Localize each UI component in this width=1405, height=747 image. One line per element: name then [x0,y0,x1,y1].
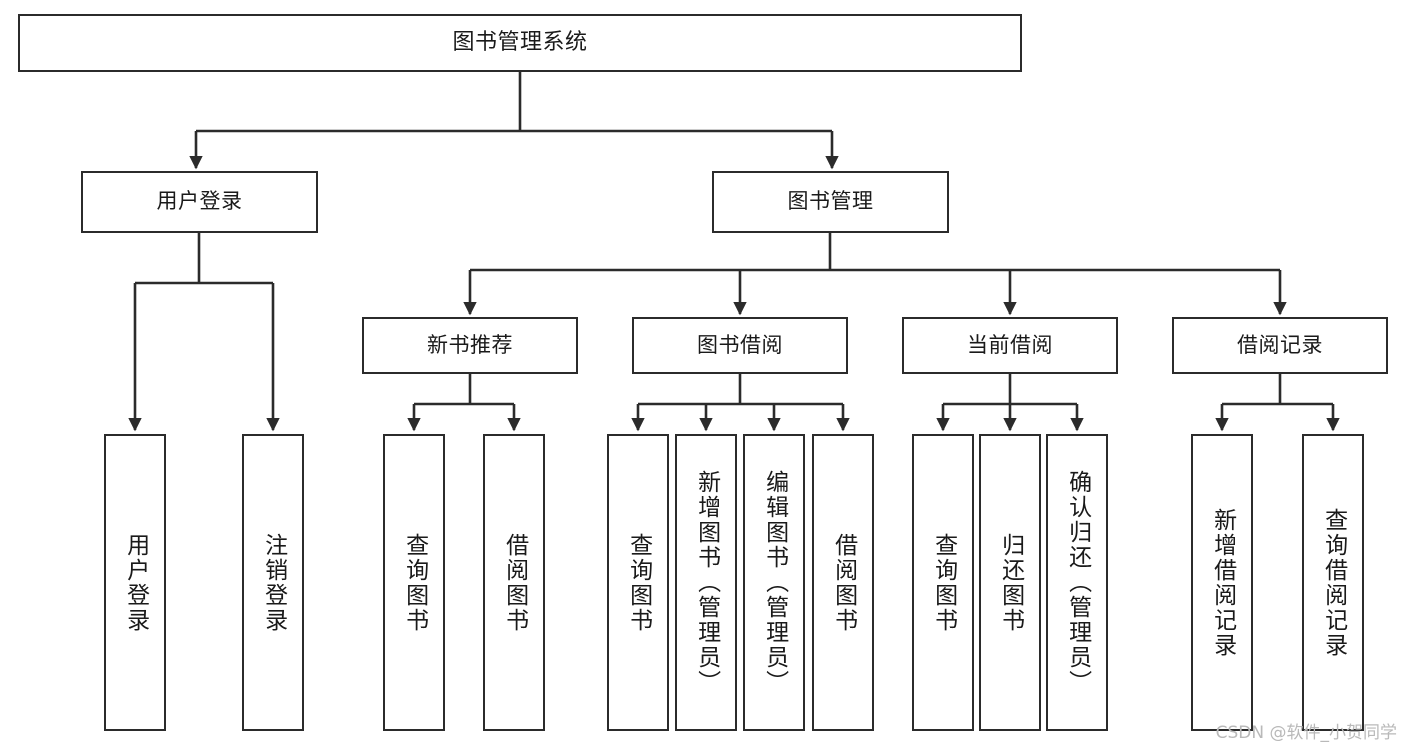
node-new-book-recommend-label: 新书推荐 [427,332,513,357]
leaf-current-query-label: 查询图书 [930,532,957,633]
node-book-management[interactable]: 图书管理 [712,171,949,233]
leaf-new-book-query[interactable]: 查询图书 [383,434,445,731]
leaf-records-add-label: 新增借阅记录 [1209,507,1236,658]
leaf-current-return[interactable]: 归还图书 [979,434,1041,731]
leaf-user-login-logout-label: 注销登录 [260,532,287,633]
node-new-book-recommend[interactable]: 新书推荐 [362,317,578,374]
node-current-borrow[interactable]: 当前借阅 [902,317,1118,374]
leaf-user-login-logout[interactable]: 注销登录 [242,434,304,731]
node-book-management-label: 图书管理 [787,189,874,214]
node-root[interactable]: 图书管理系统 [18,14,1022,72]
node-borrow-records-label: 借阅记录 [1237,332,1323,357]
leaf-user-login-login[interactable]: 用户登录 [104,434,166,731]
leaf-records-query[interactable]: 查询借阅记录 [1302,434,1364,731]
leaf-records-query-label: 查询借阅记录 [1320,507,1347,658]
node-user-login[interactable]: 用户登录 [81,171,318,233]
leaf-borrow-add-book-label: 新增图书（管理员） [693,470,720,695]
leaf-borrow-edit-book[interactable]: 编辑图书（管理员） [743,434,805,731]
csdn-watermark: CSDN @软件_小贺同学 [1215,723,1397,743]
leaf-new-book-borrow[interactable]: 借阅图书 [483,434,545,731]
leaf-records-add[interactable]: 新增借阅记录 [1191,434,1253,731]
leaf-current-confirm-return[interactable]: 确认归还（管理员） [1046,434,1108,731]
node-book-borrow-label: 图书借阅 [697,332,783,357]
node-current-borrow-label: 当前借阅 [967,332,1053,357]
leaf-new-book-borrow-label: 借阅图书 [501,532,528,633]
leaf-current-return-label: 归还图书 [997,532,1024,633]
leaf-borrow-query-label: 查询图书 [625,532,652,633]
leaf-current-query[interactable]: 查询图书 [912,434,974,731]
node-user-login-label: 用户登录 [156,189,243,214]
node-book-borrow[interactable]: 图书借阅 [632,317,848,374]
leaf-borrow-borrow-book-label: 借阅图书 [830,532,857,633]
leaf-borrow-borrow-book[interactable]: 借阅图书 [812,434,874,731]
node-root-label: 图书管理系统 [452,29,588,55]
leaf-new-book-query-label: 查询图书 [401,532,428,633]
leaf-user-login-login-label: 用户登录 [122,532,149,633]
leaf-current-confirm-return-label: 确认归还（管理员） [1064,470,1091,695]
leaf-borrow-edit-book-label: 编辑图书（管理员） [761,470,788,695]
leaf-borrow-query[interactable]: 查询图书 [607,434,669,731]
node-borrow-records[interactable]: 借阅记录 [1172,317,1388,374]
leaf-borrow-add-book[interactable]: 新增图书（管理员） [675,434,737,731]
